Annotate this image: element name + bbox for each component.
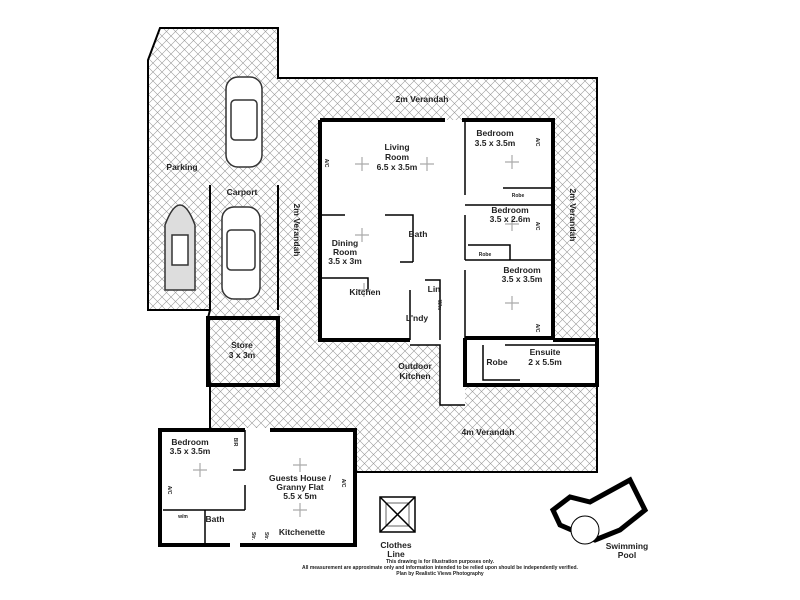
dining-size: 3.5 x 3m [328, 256, 362, 266]
main-house [320, 120, 597, 405]
bath-label: Bath [409, 229, 428, 239]
bedroom2-size: 3.5 x 2.6m [490, 214, 531, 224]
guest-bedroom-size: 3.5 x 3.5m [170, 446, 211, 456]
clothes-line-label-2: Line [387, 549, 405, 559]
ac-bed2: A/C [534, 222, 540, 231]
guest-bedroom-label: Bedroom [171, 437, 209, 447]
robe2-label: Robe [479, 252, 492, 258]
clothes-line-label: Clothes [380, 540, 411, 550]
linen-label: Lin [428, 284, 441, 294]
swimming-pool-icon [549, 476, 649, 545]
guest-wm-label: w/m [177, 514, 188, 520]
guest-house-label-2: Granny Flat [276, 482, 323, 492]
kitchen-label: Kitchen [349, 287, 380, 297]
bedroom2-label: Bedroom [491, 205, 529, 215]
living-label-2: Room [385, 152, 410, 162]
laundry-label: L'ndy [406, 313, 429, 323]
clothes-line-icon [379, 496, 416, 533]
parking-label: Parking [166, 162, 197, 172]
dining-label: Dining [332, 238, 358, 248]
disclaimer-credit: Plan by Realistic Views Photography [396, 571, 484, 577]
ac-bed1: A/C [534, 138, 540, 147]
store-label: Store [231, 340, 253, 350]
carport-label: Carport [227, 187, 258, 197]
storage-label-2: Str. [263, 532, 269, 541]
robe3-label: Robe [486, 357, 508, 367]
outdoor-kitchen-label-2: Kitchen [399, 371, 430, 381]
verandah-right-label: 2m Verandah [568, 189, 578, 242]
robe1-label: Robe [512, 193, 525, 199]
living-label: Living [384, 142, 409, 152]
bir-label: BIR [232, 438, 238, 447]
living-size: 6.5 x 3.5m [377, 162, 418, 172]
guest-bath-label: Bath [206, 514, 225, 524]
car-icon [221, 76, 263, 300]
kitchenette-label: Kitchenette [279, 527, 326, 537]
bedroom3-label: Bedroom [503, 265, 541, 275]
outdoor-kitchen-label: Outdoor [398, 361, 432, 371]
disclaimer-line-1: This drawing is for illustration purpose… [386, 559, 495, 565]
bedroom1-size: 3.5 x 3.5m [475, 138, 516, 148]
ac-guest-bed: A/C [166, 486, 172, 495]
disclaimer-line-2: All measurement are approximate only and… [302, 565, 578, 571]
verandah-top-label: 2m Verandah [396, 94, 449, 104]
store-size: 3 x 3m [229, 350, 256, 360]
dining-label-2: Room [333, 247, 358, 257]
ensuite-size: 2 x 5.5m [528, 357, 562, 367]
guest-house-size: 5.5 x 5m [283, 491, 317, 501]
bedroom1-label: Bedroom [476, 128, 514, 138]
ac-bed3: A/C [534, 324, 540, 333]
guest-house [160, 428, 355, 545]
light-points [193, 155, 519, 517]
ac-living: A/C [323, 159, 329, 168]
washing-machine-label: W/m [436, 300, 442, 311]
pool-label-2: Pool [618, 550, 636, 560]
guest-house-label: Guests House / [269, 473, 332, 483]
pool-label: Swimming [606, 541, 649, 551]
verandah-bottom-label: 4m Verandah [462, 427, 515, 437]
store-room [206, 316, 280, 387]
ensuite-label: Ensuite [530, 347, 561, 357]
bedroom3-size: 3.5 x 3.5m [502, 274, 543, 284]
carport-posts [209, 185, 279, 310]
boat-icon [164, 204, 196, 291]
storage-label-1: Str. [250, 532, 256, 541]
verandah-left-label: 2m Verandah [292, 204, 302, 257]
ac-guest: A/C [340, 479, 346, 488]
